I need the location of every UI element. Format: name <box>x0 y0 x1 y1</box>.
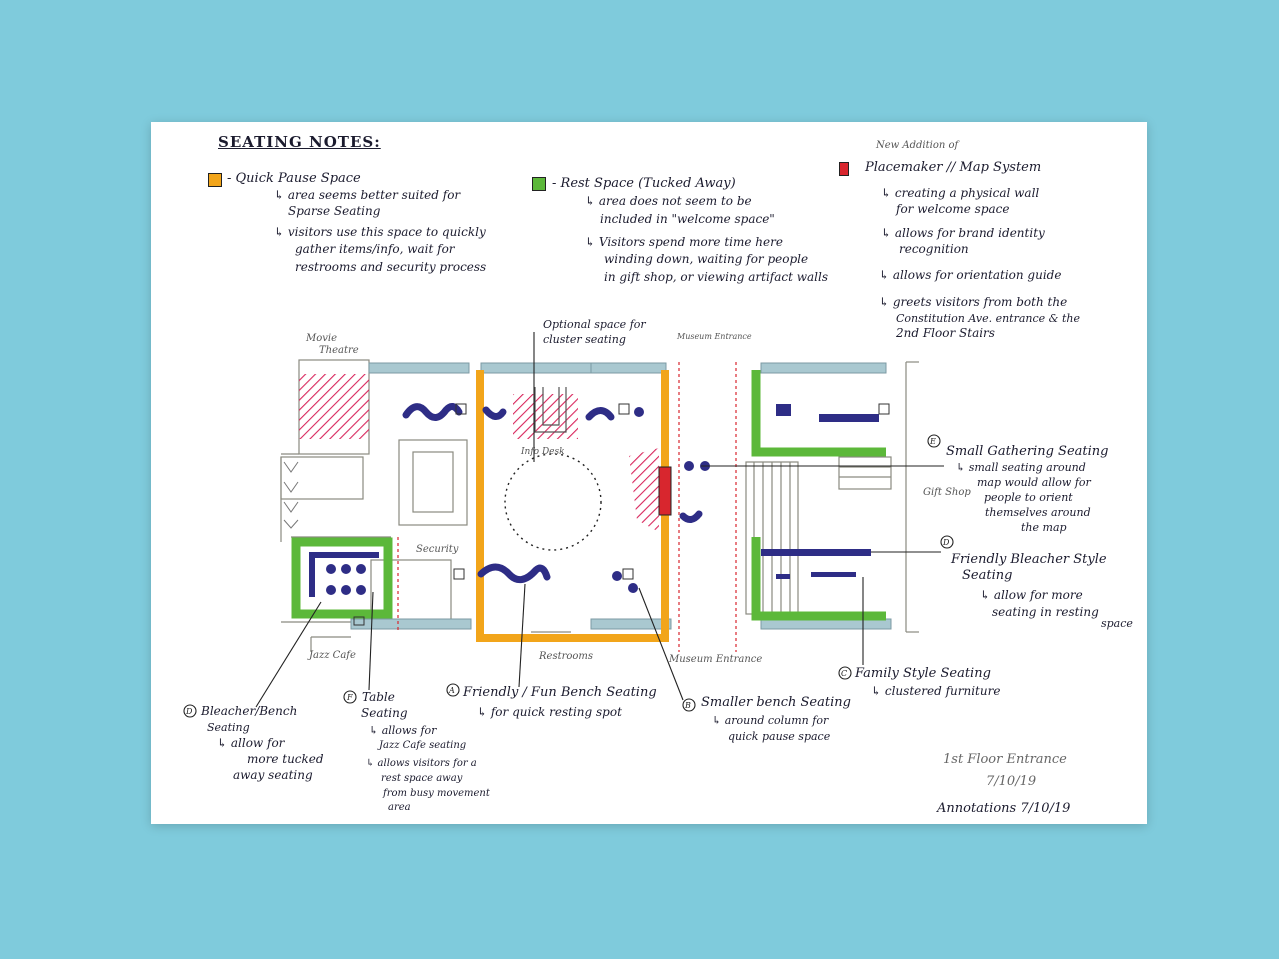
quick-pause-swatch <box>208 173 222 187</box>
plan-walls <box>280 359 919 652</box>
rest-space-label: - Rest Space (Tucked Away) <box>552 176 736 191</box>
small-gathering-title: Small Gathering Seating <box>946 444 1109 459</box>
rest-space-zones <box>291 370 886 621</box>
table-seating-title: Seating <box>361 706 408 720</box>
rest-space-note: ↳ Visitors spend more time here <box>585 235 783 249</box>
quick-pause-label: - Quick Pause Space <box>227 171 361 186</box>
bleacher-bench-note: away seating <box>233 768 313 782</box>
placemaker-note: Constitution Ave. entrance & the <box>896 312 1080 325</box>
optional-space-label: cluster seating <box>543 333 626 346</box>
quick-pause-note: restrooms and security process <box>295 260 487 274</box>
smaller-bench-note: ↳ around column for <box>712 714 829 727</box>
optional-space-outline <box>534 387 567 433</box>
bleacher-bench-note: ↳ allow for <box>217 736 285 750</box>
table-seating-note: rest space away <box>381 773 463 784</box>
smaller-bench-title: Smaller bench Seating <box>701 695 851 710</box>
leader-lines <box>255 332 944 708</box>
restrooms-label: Restrooms <box>539 651 594 662</box>
marker-f: F <box>347 693 353 702</box>
small-gathering-note: map would allow for <box>977 476 1091 489</box>
small-tables <box>353 403 890 626</box>
fun-bench-note: ↳ for quick resting spot <box>477 705 622 719</box>
table-seating-note: ↳ allows for <box>369 724 437 737</box>
seating-curves <box>402 403 703 584</box>
placemaker-heading: New Addition of <box>876 140 959 151</box>
marker-c: C <box>841 669 848 678</box>
quick-pause-note: ↳ visitors use this space to quickly <box>274 225 486 239</box>
table-seating-note: area <box>388 802 411 813</box>
jazz-cafe-label: Jazz Cafe <box>309 650 356 661</box>
placemaker-note: for welcome space <box>896 202 1010 216</box>
plan-date: 7/10/19 <box>986 774 1037 789</box>
small-gathering-note: ↳ small seating around <box>956 461 1086 474</box>
friendly-bleacher-note: space <box>1101 617 1133 630</box>
plan-windows <box>350 362 892 630</box>
info-desk-circle <box>504 453 602 551</box>
small-gathering-note: the map <box>1021 521 1067 534</box>
rest-space-note: winding down, waiting for people <box>604 252 809 266</box>
rest-space-swatch <box>532 177 546 191</box>
gift-shop-label: Gift Shop <box>923 487 971 498</box>
marker-e: E <box>930 437 936 446</box>
stairs-left <box>283 461 299 529</box>
info-desk-label: Info Desk <box>521 447 565 457</box>
plan-title: 1st Floor Entrance <box>943 752 1067 767</box>
movie-theatre-label: Movie <box>306 333 338 344</box>
small-gathering-note: themselves around <box>985 506 1091 519</box>
placemaker-note: ↳ greets visitors from both the <box>879 295 1068 309</box>
table-seating-title: Table <box>362 690 395 704</box>
quick-pause-note: gather items/info, wait for <box>295 242 455 256</box>
placemaker-note: recognition <box>899 242 969 256</box>
bleacher-bench-title: Bleacher/Bench <box>201 704 298 718</box>
map-placemaker <box>658 466 672 516</box>
friendly-bleacher-note: seating in resting <box>992 605 1099 619</box>
marker-d-left: D <box>186 707 193 716</box>
annotation-markers <box>183 434 954 718</box>
entrance-lines <box>397 362 737 652</box>
bleacher-bench-note: more tucked <box>247 752 324 766</box>
quick-pause-note: ↳ area seems better suited for <box>274 188 461 202</box>
museum-entrance-top-label: Museum Entrance <box>677 332 752 341</box>
placemaker-note: 2nd Floor Stairs <box>896 326 995 340</box>
floor-plan-drawing <box>183 332 954 718</box>
placemaker-label: Placemaker // Map System <box>865 160 1042 175</box>
small-gathering-note: people to orient <box>984 491 1073 504</box>
marker-d-right: D <box>943 538 950 547</box>
sheet-title: SEATING NOTES: <box>218 133 381 151</box>
rest-space-note: in gift shop, or viewing artifact walls <box>604 270 828 284</box>
marker-b: B <box>685 701 691 710</box>
bleacher-bench-title: Seating <box>207 721 250 734</box>
table-seating-note: ↳ allows visitors for a <box>366 758 477 769</box>
annotation-date: Annotations 7/10/19 <box>937 801 1071 816</box>
friendly-bleacher-title: Seating <box>962 568 1013 583</box>
rest-space-note: ↳ area does not seem to be <box>585 194 752 208</box>
security-label: Security <box>416 544 459 555</box>
placemaker-note: ↳ creating a physical wall <box>881 186 1040 200</box>
rest-space-note: included in "welcome space" <box>600 212 775 226</box>
fun-bench-title: Friendly / Fun Bench Seating <box>463 685 657 700</box>
friendly-bleacher-title: Friendly Bleacher Style <box>951 552 1107 567</box>
movie-theatre-label: Theatre <box>319 345 359 356</box>
placemaker-swatch <box>839 162 849 176</box>
sketch-sheet: SEATING NOTES: - Quick Pause Space ↳ are… <box>151 122 1147 824</box>
table-seating-note: from busy movement <box>383 788 490 799</box>
smaller-bench-note: quick pause space <box>728 730 831 743</box>
marker-a: A <box>449 686 455 695</box>
placemaker-note: ↳ allows for orientation guide <box>879 268 1062 282</box>
friendly-bleacher-note: ↳ allow for more <box>980 588 1083 602</box>
placemaker-note: ↳ allows for brand identity <box>881 226 1045 240</box>
hatched-areas <box>299 374 659 532</box>
table-seating-note: Jazz Cafe seating <box>379 740 467 751</box>
family-style-title: Family Style Seating <box>855 666 991 681</box>
quick-pause-note: Sparse Seating <box>288 204 381 218</box>
seating-blocks <box>309 404 879 597</box>
family-style-note: ↳ clustered furniture <box>871 684 1001 698</box>
museum-entrance-bottom-label: Museum Entrance <box>669 654 763 665</box>
optional-space-label: Optional space for <box>543 318 646 331</box>
